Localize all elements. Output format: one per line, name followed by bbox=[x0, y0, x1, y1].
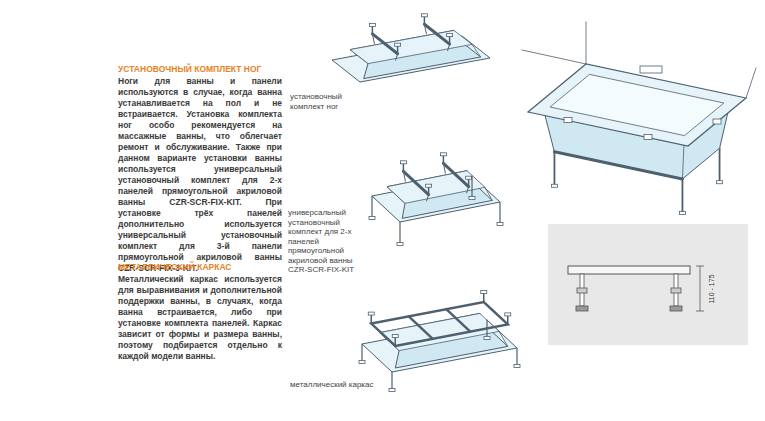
panel-post bbox=[371, 196, 372, 218]
panel-clip bbox=[397, 243, 403, 246]
leg-foot bbox=[359, 361, 365, 364]
leg-bracket bbox=[372, 34, 397, 54]
leg-foot bbox=[514, 365, 520, 368]
leg-foot bbox=[670, 306, 682, 311]
figure-caption: металлический каркас bbox=[290, 380, 386, 390]
wall-corner bbox=[586, 22, 587, 64]
tub-bottom bbox=[350, 30, 472, 63]
panel-bracket bbox=[564, 118, 572, 123]
leg-foot bbox=[421, 14, 427, 17]
leg-height-panel bbox=[548, 224, 748, 345]
leg-nut bbox=[577, 288, 587, 293]
panel-clip bbox=[369, 217, 375, 220]
leg-foot bbox=[440, 153, 446, 156]
leg bbox=[682, 179, 684, 213]
leg-foot bbox=[389, 389, 395, 392]
frame-crossbar bbox=[409, 316, 433, 338]
panel-post bbox=[399, 222, 400, 244]
body-text: Металлический каркас используется для вы… bbox=[118, 274, 282, 362]
leg-bracket bbox=[403, 171, 428, 194]
section-heading: МЕТАЛЛИЧЕСКИЙ КАРКАС bbox=[118, 262, 231, 273]
tub-edge bbox=[499, 331, 508, 346]
figure-caption: универсальный установочный комплект для … bbox=[288, 208, 366, 275]
dimension-label: 110 - 175 bbox=[708, 274, 716, 303]
panel-bracket bbox=[713, 119, 721, 124]
leg-foot bbox=[551, 184, 557, 187]
leg bbox=[554, 152, 556, 186]
leg-foot bbox=[447, 34, 453, 37]
panel-post bbox=[471, 176, 472, 198]
body-text: Ноги для ванны и панели используются в с… bbox=[118, 76, 282, 274]
leg-foot bbox=[466, 176, 472, 179]
tub-base-bar bbox=[568, 266, 690, 274]
leg-foot bbox=[369, 23, 375, 26]
wall-edge bbox=[746, 68, 756, 98]
tub-edge bbox=[472, 44, 481, 57]
frame-post bbox=[486, 320, 487, 338]
figure-caption: установочный комплект ног bbox=[290, 92, 354, 111]
tub-frame-drawing bbox=[359, 291, 520, 392]
metal-frame bbox=[371, 302, 508, 346]
leg-bracket bbox=[424, 24, 449, 44]
dimension-line bbox=[700, 266, 701, 311]
tub-body bbox=[380, 313, 508, 368]
leg-foot bbox=[400, 161, 406, 164]
panel-clip bbox=[469, 197, 475, 200]
leg-foot bbox=[368, 312, 374, 315]
tub-edge bbox=[485, 187, 492, 200]
tub-leg-kit-drawing bbox=[332, 14, 490, 82]
tub-bottom bbox=[387, 171, 485, 204]
leg-foot bbox=[576, 306, 588, 311]
panel-clip bbox=[497, 223, 503, 226]
wall-edge bbox=[522, 50, 586, 64]
panel-bracket bbox=[644, 135, 652, 140]
frame-post bbox=[391, 372, 392, 390]
tub-basin bbox=[550, 74, 724, 135]
frame-post bbox=[516, 348, 517, 366]
frame-post bbox=[361, 344, 362, 362]
panel-post bbox=[499, 202, 500, 224]
leg-foot bbox=[481, 291, 487, 294]
leg-nut bbox=[671, 288, 681, 293]
leg-foot bbox=[395, 43, 401, 46]
leg-foot bbox=[484, 337, 490, 340]
leg-foot bbox=[717, 181, 723, 184]
tub-panel-kit-drawing bbox=[369, 153, 503, 246]
section-heading: УСТАНОВОЧНЫЙ КОМПЛЕКТ НОГ bbox=[118, 64, 261, 75]
tub-rim bbox=[528, 64, 746, 146]
tub-body bbox=[387, 171, 492, 219]
frame-crossbar bbox=[446, 309, 470, 331]
panel-ground bbox=[548, 224, 748, 345]
leg-foot bbox=[392, 335, 398, 338]
leg-bracket bbox=[443, 163, 468, 186]
leg-foot bbox=[505, 313, 511, 316]
tub-body bbox=[350, 30, 481, 78]
leg-bracket bbox=[554, 152, 682, 179]
leg-foot bbox=[426, 184, 432, 187]
leg bbox=[719, 148, 721, 182]
installed-tub-drawing bbox=[522, 22, 756, 214]
wall-bracket bbox=[640, 66, 662, 73]
leg-foot bbox=[679, 211, 685, 214]
